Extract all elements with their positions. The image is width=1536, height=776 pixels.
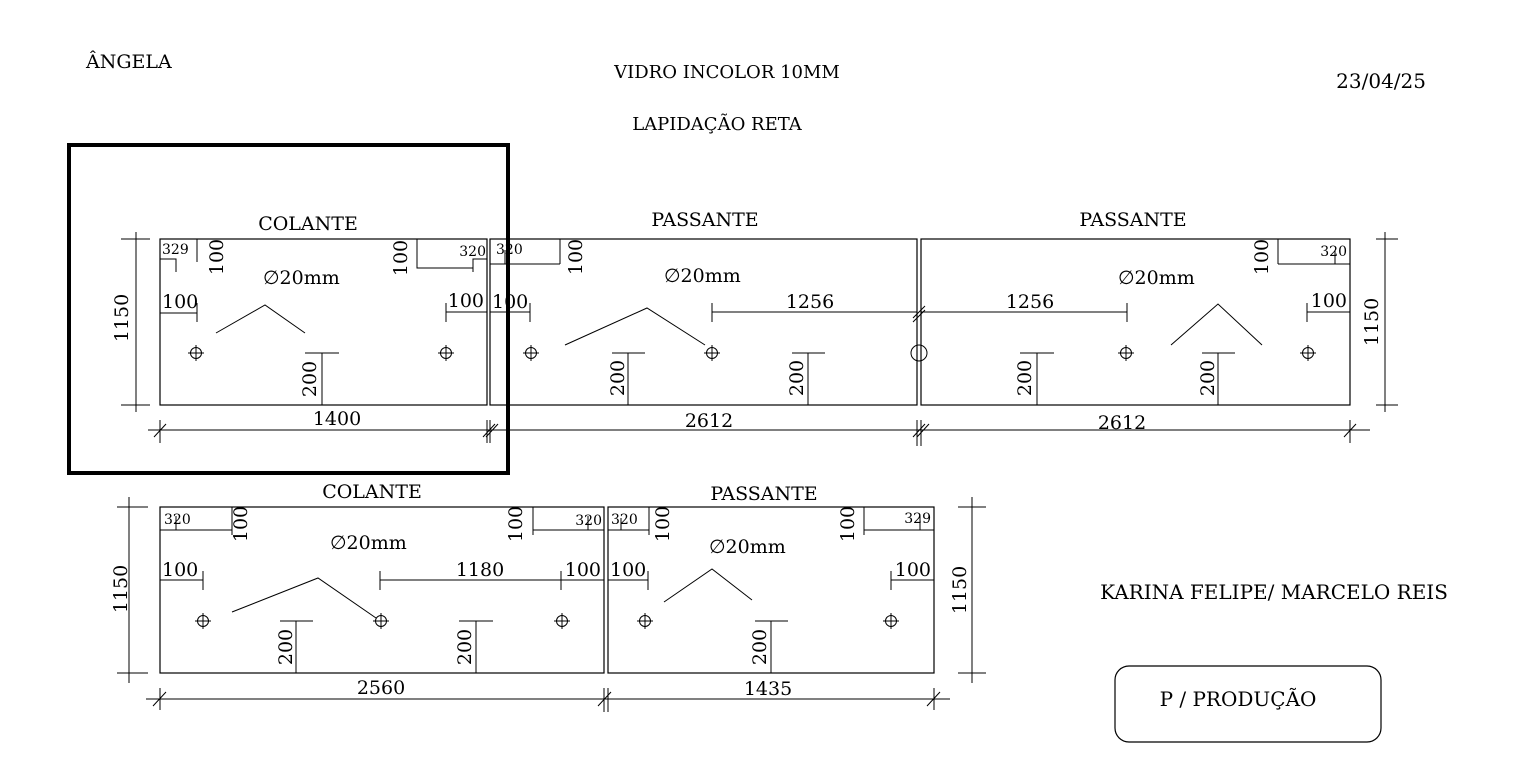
edge-distance: 100 <box>492 291 528 313</box>
joint-hole-marker <box>910 344 928 362</box>
hole-height: 200 <box>1014 360 1036 396</box>
corner-offset: 320 <box>459 244 486 260</box>
vertical-offset: 100 <box>230 506 252 542</box>
span-dimension: 1256 <box>786 291 834 313</box>
hole-marker <box>1118 345 1134 361</box>
responsible-names: KARINA FELIPE/ MARCELO REIS <box>1100 580 1448 604</box>
corner-offset: 329 <box>904 511 931 527</box>
panel-passante-2612-a <box>489 238 918 406</box>
panel-type-label: PASSANTE <box>710 483 817 505</box>
panel-width: 2612 <box>1098 412 1146 434</box>
client-name: ÂNGELA <box>85 50 172 73</box>
vertical-offset: 100 <box>837 506 859 542</box>
production-stamp-box <box>1114 665 1382 743</box>
panel-5-details: 320 100 329 100 ∅20mm 100 100 200 <box>608 506 934 673</box>
glass-spec: VIDRO INCOLOR 10MM <box>613 62 840 83</box>
hole-marker <box>523 345 539 361</box>
hole-marker <box>373 613 389 629</box>
panel-width: 1400 <box>313 408 361 430</box>
height-dimension-left: 1150 <box>111 294 133 342</box>
edge-distance: 100 <box>162 559 198 581</box>
hole-height: 200 <box>1197 360 1219 396</box>
height-dimension-right: 1150 <box>1361 298 1383 346</box>
hole-height: 200 <box>299 361 321 397</box>
hole-height: 200 <box>749 629 771 665</box>
corner-offset: 320 <box>611 512 638 528</box>
drawing-date: 23/04/25 <box>1336 69 1426 93</box>
hole-height: 200 <box>786 360 808 396</box>
hole-height: 200 <box>275 629 297 665</box>
vertical-offset: 100 <box>565 239 587 275</box>
span-dimension: 1180 <box>456 559 504 581</box>
hole-marker <box>637 613 653 629</box>
panel-type-label: COLANTE <box>258 213 358 235</box>
corner-offset: 320 <box>164 512 191 528</box>
panel-colante-1400 <box>159 238 488 406</box>
vertical-offset: 100 <box>206 239 228 275</box>
panel-3-details: 320 100 100 1256 ∅20mm 200 200 <box>921 239 1350 405</box>
hole-diameter: ∅20mm <box>664 265 741 287</box>
panel-width: 2560 <box>357 677 405 699</box>
hole-marker <box>883 613 899 629</box>
row-2: COLANTE PASSANTE 1150 1150 2560 1435 320… <box>110 481 986 712</box>
hole-diameter: ∅20mm <box>330 532 407 554</box>
edge-distance: 100 <box>565 559 601 581</box>
vertical-offset: 100 <box>1251 239 1273 275</box>
edge-distance: 100 <box>162 291 198 313</box>
finish-spec: LAPIDAÇÃO RETA <box>632 113 803 135</box>
hole-marker <box>554 613 570 629</box>
hole-diameter: ∅20mm <box>1118 267 1195 289</box>
hole-marker <box>704 345 720 361</box>
vertical-offset: 100 <box>390 240 412 276</box>
height-dimension-left: 1150 <box>110 565 132 613</box>
production-stamp: P / PRODUÇÃO <box>1160 687 1317 711</box>
panel-1-details: 329 100 320 100 100 100 ∅20mm 200 <box>160 239 487 405</box>
hole-diameter: ∅20mm <box>709 536 786 558</box>
panel-type-label: COLANTE <box>322 481 422 503</box>
panel-4-details: 320 100 320 100 ∅20mm 100 1180 100 200 2… <box>160 506 604 673</box>
height-dimension-right: 1150 <box>949 566 971 614</box>
hole-marker <box>438 345 454 361</box>
corner-offset: 329 <box>162 242 189 258</box>
edge-distance: 100 <box>448 290 484 312</box>
panel-type-label: PASSANTE <box>1079 209 1186 231</box>
hole-marker <box>1300 345 1316 361</box>
panel-type-label: PASSANTE <box>651 209 758 231</box>
corner-offset: 320 <box>1320 244 1347 260</box>
panel-2-details: 320 100 100 ∅20mm 1256 200 200 <box>490 239 917 405</box>
hole-height: 200 <box>454 629 476 665</box>
vertical-offset: 100 <box>505 506 527 542</box>
edge-distance: 100 <box>610 559 646 581</box>
edge-distance: 100 <box>895 559 931 581</box>
hole-marker <box>195 613 211 629</box>
hole-marker <box>188 345 204 361</box>
panel-colante-2560 <box>159 506 605 674</box>
edge-distance: 100 <box>1311 290 1347 312</box>
panel-width: 2612 <box>685 410 733 432</box>
vertical-offset: 100 <box>652 506 674 542</box>
panel-width: 1435 <box>744 678 792 700</box>
span-dimension: 1256 <box>1006 291 1054 313</box>
corner-offset: 320 <box>496 242 523 258</box>
hole-diameter: ∅20mm <box>263 267 340 289</box>
row-1: COLANTE PASSANTE PASSANTE 1150 1150 1400… <box>111 209 1398 446</box>
hole-height: 200 <box>607 360 629 396</box>
panel-passante-2612-b <box>920 238 1351 406</box>
highlight-frame <box>67 143 510 475</box>
corner-offset: 320 <box>575 513 602 529</box>
